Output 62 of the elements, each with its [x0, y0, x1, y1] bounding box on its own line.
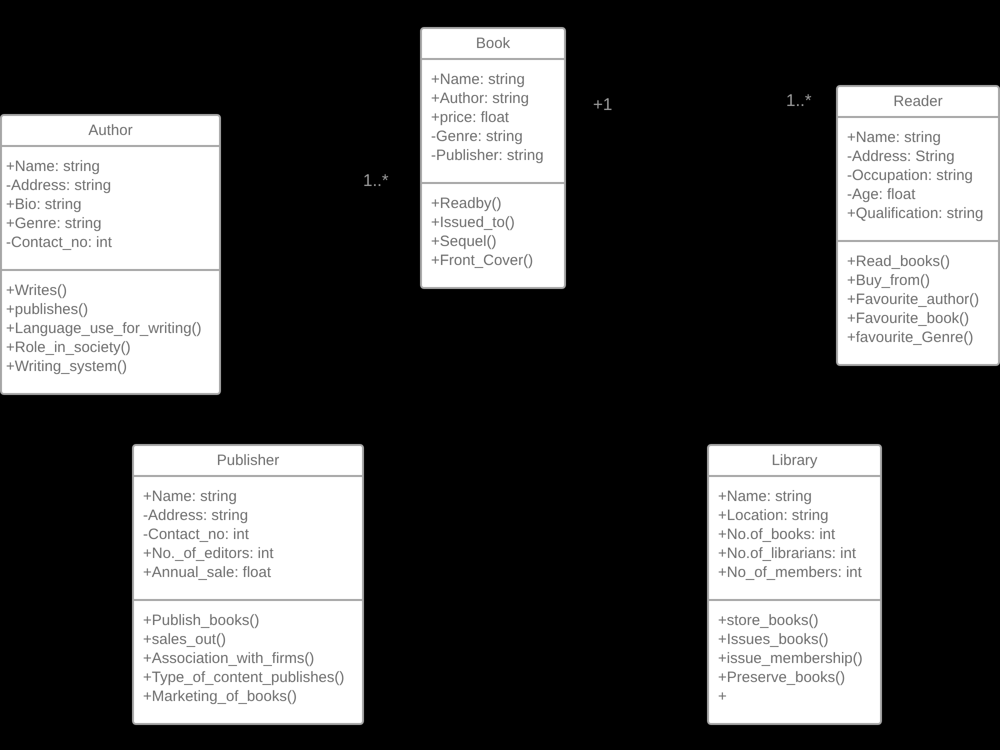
multiplicity-label: +1: [593, 95, 612, 115]
attribute-text: +Name: string: [143, 487, 237, 506]
attribute-text: -Contact_no: int: [143, 525, 249, 544]
method-text: +Front_Cover(): [431, 251, 534, 270]
attribute-text: +Genre: string: [6, 214, 102, 233]
attribute-text: +Annual_sale: float: [143, 563, 272, 582]
class-name: Reader: [893, 92, 943, 112]
method-text: +Sequel(): [431, 232, 496, 251]
multiplicity-label: 1..*: [363, 171, 389, 191]
attribute-text: -Occupation: string: [847, 166, 973, 185]
class-box: [132, 444, 364, 725]
attribute-text: +Bio: string: [6, 195, 82, 214]
method-text: +Read_books(): [847, 252, 950, 271]
class-box: [0, 114, 221, 395]
attribute-text: +price: float: [431, 108, 509, 127]
method-text: +store_books(): [718, 611, 818, 630]
method-text: +issue_membership(): [718, 649, 863, 668]
class-name: Publisher: [216, 451, 280, 471]
method-text: +Language_use_for_writing(): [6, 319, 202, 338]
class-box: [707, 444, 882, 725]
attribute-text: +No._of_editors: int: [143, 544, 274, 563]
attribute-text: -Publisher: string: [431, 146, 544, 165]
attribute-text: -Address: String: [847, 147, 955, 166]
attribute-text: -Age: float: [847, 185, 916, 204]
method-text: +sales_out(): [143, 630, 226, 649]
attribute-text: -Address: string: [6, 176, 112, 195]
attribute-text: -Contact_no: int: [6, 233, 112, 252]
method-text: +publishes(): [6, 300, 88, 319]
method-text: +Readby(): [431, 194, 502, 213]
method-text: +Writes(): [6, 281, 67, 300]
method-text: +favourite_Genre(): [847, 328, 974, 347]
method-text: +: [718, 687, 727, 706]
method-text: +Marketing_of_books(): [143, 687, 297, 706]
method-text: +Favourite_book(): [847, 309, 970, 328]
class-box: [420, 27, 566, 289]
multiplicity-label: 1..*: [786, 91, 812, 111]
class-name: Library: [772, 451, 818, 471]
attribute-text: +No.of_books: int: [718, 525, 836, 544]
attribute-text: +Name: string: [718, 487, 812, 506]
attribute-text: +Name: string: [6, 157, 100, 176]
method-text: +Issued_to(): [431, 213, 515, 232]
method-text: +Buy_from(): [847, 271, 930, 290]
method-text: +Preserve_books(): [718, 668, 846, 687]
method-text: +Writing_system(): [6, 357, 127, 376]
method-text: +Association_with_firms(): [143, 649, 314, 668]
method-text: +Role_in_society(): [6, 338, 131, 357]
class-name: Book: [476, 34, 510, 54]
attribute-text: +No_of_members: int: [718, 563, 862, 582]
class-box: [836, 85, 1000, 366]
attribute-text: +Author: string: [431, 89, 529, 108]
method-text: +Favourite_author(): [847, 290, 980, 309]
attribute-text: +Name: string: [847, 128, 941, 147]
attribute-text: +Name: string: [431, 70, 525, 89]
class-name: Author: [88, 121, 133, 141]
attribute-text: +No.of_librarians: int: [718, 544, 856, 563]
method-text: +Issues_books(): [718, 630, 828, 649]
attribute-text: -Genre: string: [431, 127, 523, 146]
method-text: +Type_of_content_publishes(): [143, 668, 344, 687]
method-text: +Publish_books(): [143, 611, 260, 630]
attribute-text: -Address: string: [143, 506, 248, 525]
attribute-text: +Qualification: string: [847, 204, 984, 223]
attribute-text: +Location: string: [718, 506, 828, 525]
